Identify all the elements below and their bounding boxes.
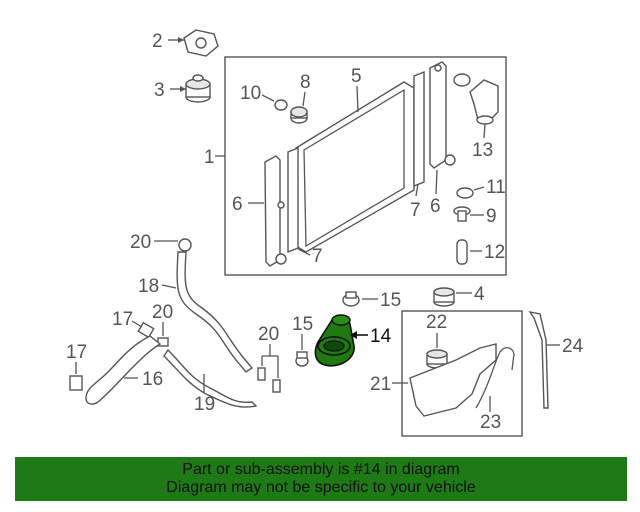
plug-part-12[interactable] <box>456 239 468 265</box>
callout-21: 21 <box>370 374 391 395</box>
callout-22: 22 <box>426 312 447 333</box>
callout-8: 8 <box>300 72 311 93</box>
radiator-cap-part[interactable] <box>183 29 219 57</box>
outlet-pipe-part-13[interactable] <box>453 73 499 125</box>
callout-19: 19 <box>194 394 215 415</box>
reservoir-cap-part-22[interactable] <box>426 349 448 369</box>
banner-line-1: Part or sub-assembly is #14 in diagram <box>182 461 460 478</box>
hose-part-19[interactable] <box>163 348 258 408</box>
radiator-tank-left-part-6[interactable] <box>264 155 287 267</box>
callout-15b: 15 <box>380 290 401 311</box>
callout-24: 24 <box>562 336 584 357</box>
callout-23: 23 <box>480 412 501 433</box>
clip-part-17b[interactable] <box>137 321 155 339</box>
bolt-part-9[interactable] <box>453 206 471 222</box>
seal-strip-part-7b[interactable] <box>413 70 425 188</box>
callout-18: 18 <box>138 276 159 297</box>
callout-5: 5 <box>351 66 362 87</box>
callout-20a: 20 <box>130 232 151 253</box>
callout-17a: 17 <box>66 342 87 363</box>
callout-20c: 20 <box>258 324 279 345</box>
callout-11: 11 <box>486 177 506 198</box>
callout-20b: 20 <box>152 302 173 323</box>
clamp-part-20c[interactable] <box>257 367 281 393</box>
washer-part-10[interactable] <box>274 99 288 111</box>
callout-17b: 17 <box>112 309 133 330</box>
callout-12: 12 <box>484 242 505 263</box>
washer-part-11[interactable] <box>456 187 474 199</box>
hose-part-18[interactable] <box>176 251 254 373</box>
reservoir-group-box <box>401 310 523 437</box>
radiator-tank-right-part-6[interactable] <box>429 61 456 169</box>
banner-line-2: Diagram may not be specific to your vehi… <box>166 479 476 496</box>
clip-part-17a[interactable] <box>69 375 83 391</box>
clamp-part-20a[interactable] <box>178 238 192 252</box>
air-duct-part-14[interactable] <box>314 314 355 367</box>
clamp-part-15a[interactable] <box>295 351 309 367</box>
callout-9: 9 <box>486 206 497 227</box>
callout-7b: 7 <box>410 200 421 221</box>
clamp-part-15b[interactable] <box>342 291 360 307</box>
hose-part-16[interactable] <box>85 335 162 405</box>
callout-10: 10 <box>240 83 261 104</box>
drain-plug-part-8[interactable] <box>290 106 308 124</box>
radiator-core-part-5[interactable] <box>295 81 415 253</box>
info-banner: Part or sub-assembly is #14 in diagram D… <box>15 457 627 501</box>
callout-16: 16 <box>142 369 163 390</box>
callout-6a: 6 <box>232 194 243 215</box>
callout-4: 4 <box>474 284 485 305</box>
reservoir-hose-part-23[interactable] <box>475 347 515 409</box>
callout-15a: 15 <box>292 314 313 335</box>
callout-7a: 7 <box>312 246 323 267</box>
callout-1: 1 <box>204 147 215 168</box>
callout-2: 2 <box>152 31 163 52</box>
bushing-part-4[interactable] <box>433 287 455 307</box>
reservoir-tank-part-21[interactable] <box>409 343 497 417</box>
seal-strip-part-7a[interactable] <box>287 146 299 254</box>
radiator-group-box <box>224 56 507 276</box>
overflow-tube-part-24[interactable] <box>528 310 549 409</box>
bushing-part-3[interactable] <box>185 74 211 103</box>
callout-14: 14 <box>370 326 392 347</box>
callout-3: 3 <box>154 80 165 101</box>
callout-6b: 6 <box>430 196 441 217</box>
callout-13: 13 <box>472 140 493 161</box>
